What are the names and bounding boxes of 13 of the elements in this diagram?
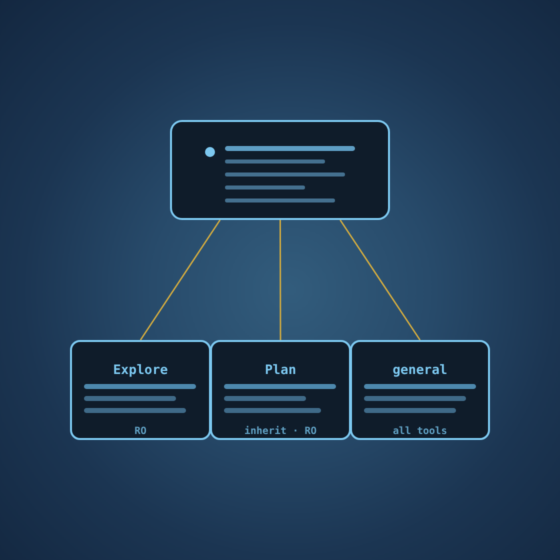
card — [350, 340, 490, 440]
card — [170, 120, 390, 220]
connector-line — [340, 220, 421, 340]
card-title: Plan — [264, 363, 296, 378]
card — [70, 340, 211, 440]
card — [210, 340, 351, 440]
card-footnote: inherit · RO — [244, 426, 317, 437]
card-title: general — [392, 363, 448, 378]
card-footnote: all tools — [392, 426, 448, 437]
connector-line — [279, 220, 282, 340]
card-title: Explore — [113, 363, 168, 378]
card-footnote: RO — [134, 426, 147, 437]
connector-line — [140, 220, 221, 340]
